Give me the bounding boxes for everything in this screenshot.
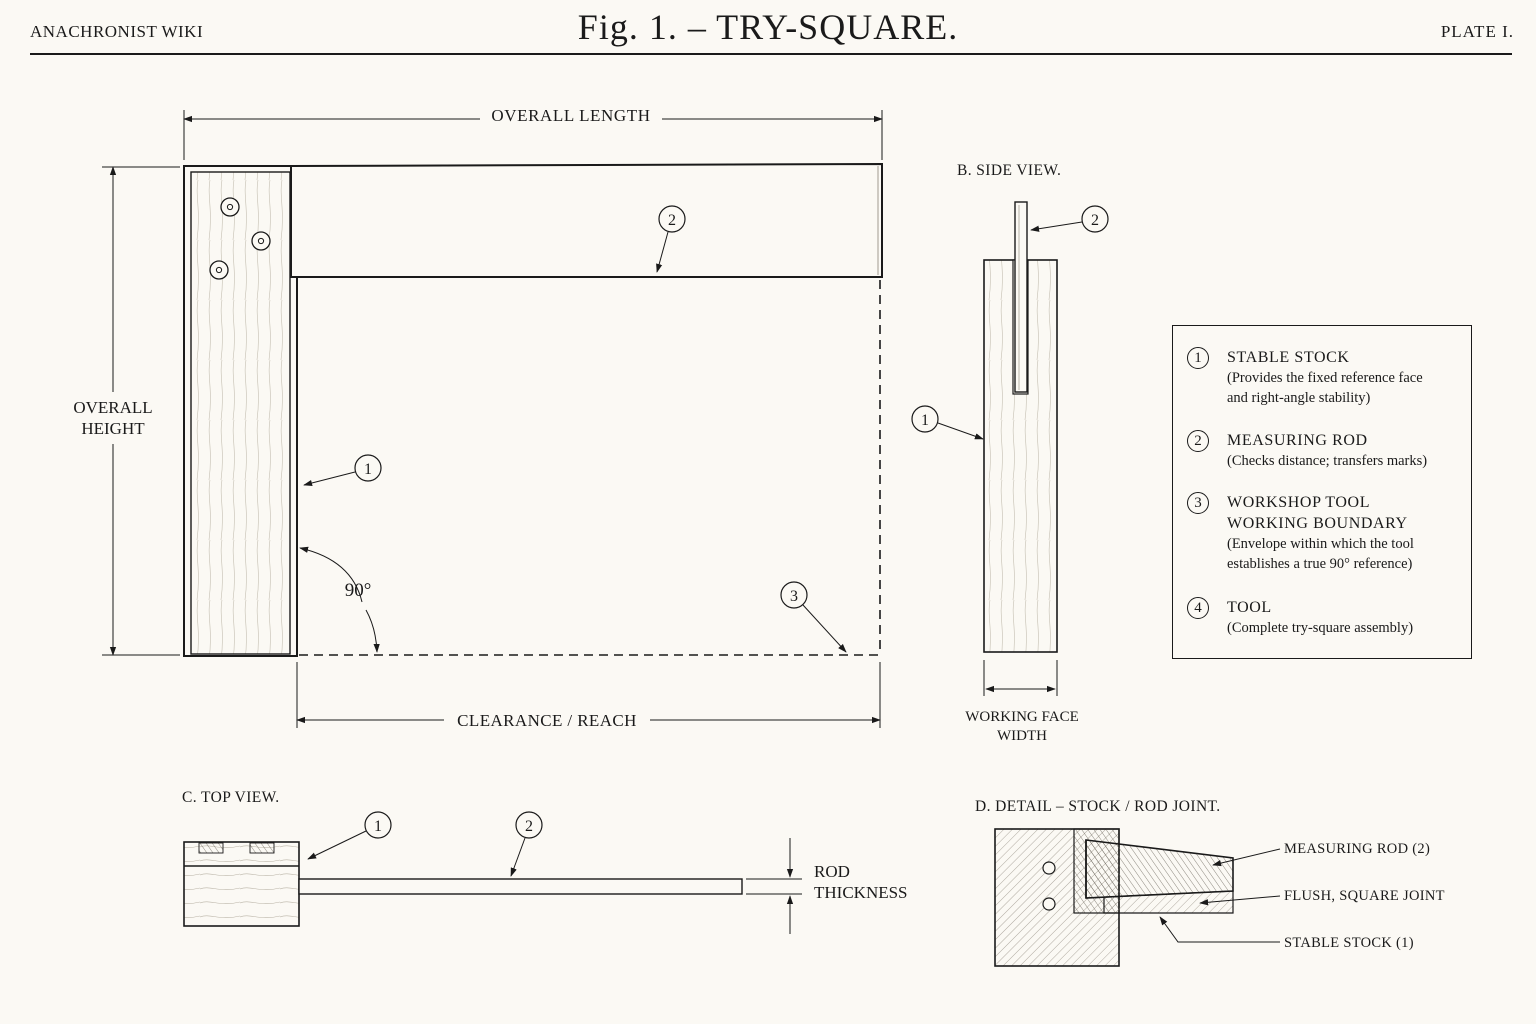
legend-number: 4 xyxy=(1187,597,1209,619)
overall-height-label-line1: OVERALL xyxy=(73,398,152,417)
callout-1: 1 xyxy=(303,454,382,487)
top-callout-2: 2 xyxy=(510,811,543,877)
clearance-label: CLEARANCE / REACH xyxy=(457,711,637,730)
legend-title: TOOL xyxy=(1227,599,1272,616)
legend-desc: establishes a true 90° reference) xyxy=(1227,556,1413,572)
legend-title: WORKSHOP TOOL xyxy=(1227,494,1371,511)
legend-desc: and right-angle stability) xyxy=(1227,390,1371,406)
side-callout-1: 1 xyxy=(911,405,984,440)
side-callout-2: 2 xyxy=(1030,205,1109,233)
measuring-rod xyxy=(290,162,883,278)
rod-thickness-line1: ROD xyxy=(814,862,850,881)
detail-label-stock: STABLE STOCK (1) xyxy=(1284,935,1414,951)
rod-thickness-line2: THICKNESS xyxy=(814,883,908,902)
plate-number: PLATE I. xyxy=(1440,22,1514,41)
figure-title: Fig. 1. – TRY-SQUARE. xyxy=(577,7,959,47)
callout-3: 3 xyxy=(780,581,847,653)
rivet-icon xyxy=(251,231,271,251)
legend-number: 1 xyxy=(1187,347,1209,369)
top-view-title: C. TOP VIEW. xyxy=(182,789,280,806)
site-name: ANACHRONIST WIKI xyxy=(30,22,204,41)
top-callout-1: 1 xyxy=(307,811,392,860)
top-stock xyxy=(183,841,300,927)
legend-desc: (Complete try-square assembly) xyxy=(1227,620,1414,636)
overall-height-label-line2: HEIGHT xyxy=(81,419,145,438)
svg-text:1: 1 xyxy=(921,412,929,429)
working-face-width-line2: WIDTH xyxy=(997,728,1047,744)
legend-title: STABLE STOCK xyxy=(1227,349,1350,366)
overall-length-label: OVERALL LENGTH xyxy=(491,106,650,125)
legend-number: 2 xyxy=(1187,430,1209,452)
svg-text:3: 3 xyxy=(790,588,798,605)
rivet-icon xyxy=(209,260,229,280)
legend-desc: (Provides the fixed reference face xyxy=(1227,370,1423,386)
legend-desc: (Envelope within which the tool xyxy=(1227,536,1414,552)
stock-face xyxy=(190,171,291,655)
side-view-title: B. SIDE VIEW. xyxy=(957,162,1061,179)
detail-rod xyxy=(1085,839,1234,899)
svg-text:2: 2 xyxy=(525,818,533,835)
svg-text:1: 1 xyxy=(364,461,372,478)
svg-text:1: 1 xyxy=(374,818,382,835)
side-rod xyxy=(1014,201,1028,393)
top-rod xyxy=(298,878,743,895)
detail-label-rod: MEASURING ROD (2) xyxy=(1284,841,1430,857)
legend-desc: (Checks distance; transfers marks) xyxy=(1227,453,1428,469)
angle-label: 90° xyxy=(345,580,372,601)
angle-arc xyxy=(299,546,363,603)
rivet-icon xyxy=(220,197,240,217)
callout-2: 2 xyxy=(656,205,686,273)
legend-title: MEASURING ROD xyxy=(1227,432,1368,449)
side-view: B. SIDE VIEW. 2 1 WORKING FACE WIDTH xyxy=(911,162,1109,744)
detail-view: D. DETAIL – STOCK / ROD JOINT. MEASURING… xyxy=(975,798,1445,967)
legend-number: 3 xyxy=(1187,492,1209,514)
top-view: C. TOP VIEW. 1 2 ROD THICKNESS xyxy=(182,789,908,934)
detail-title: D. DETAIL – STOCK / ROD JOINT. xyxy=(975,798,1221,815)
main-view: OVERALL LENGTH OVERALL HEIGHT xyxy=(73,106,883,730)
legend-box: 1 STABLE STOCK (Provides the fixed refer… xyxy=(1172,325,1472,659)
svg-text:2: 2 xyxy=(1091,212,1099,229)
working-face-width-line1: WORKING FACE xyxy=(965,709,1078,725)
detail-label-joint: FLUSH, SQUARE JOINT xyxy=(1284,888,1445,904)
svg-text:2: 2 xyxy=(668,212,676,229)
legend-title: WORKING BOUNDARY xyxy=(1227,515,1408,532)
